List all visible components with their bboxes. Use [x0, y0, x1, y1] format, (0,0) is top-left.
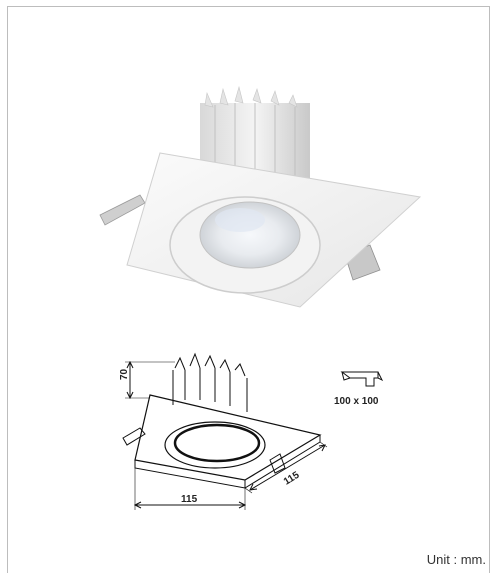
height-dimension: 70 [119, 368, 130, 380]
cutout-diagram: 100 x 100 [334, 371, 384, 407]
dimension-drawing: 70 115 115 [119, 352, 328, 510]
unit-label: Unit : mm. [426, 552, 486, 567]
cutout-size-label: 100 x 100 [334, 396, 379, 407]
width-dimension: 115 [181, 494, 198, 505]
depth-dimension: 115 [282, 470, 302, 488]
product-photo [99, 85, 422, 308]
spring-clip-left [99, 194, 146, 226]
page-frame [7, 6, 490, 573]
